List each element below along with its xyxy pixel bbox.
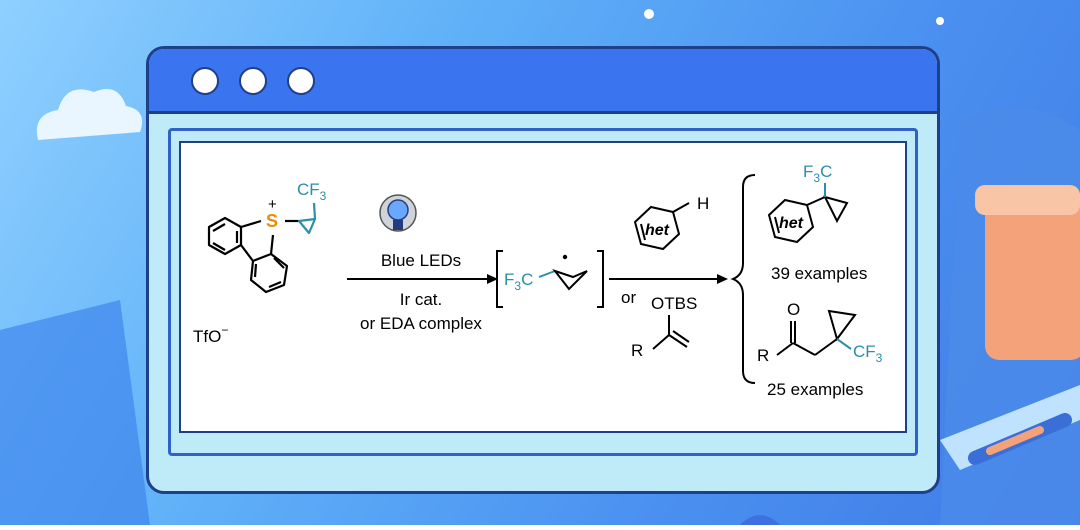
minimize-dot[interactable] bbox=[239, 67, 267, 95]
window-titlebar bbox=[149, 49, 937, 114]
notebook-top-shape bbox=[975, 185, 1080, 215]
product-brace bbox=[730, 174, 756, 384]
heteroarene-h-bond bbox=[672, 202, 690, 213]
reaction-panel: S + CF3 TfO− Blue LEDs Ir cat. or EDA co… bbox=[179, 141, 907, 433]
lightbulb-icon bbox=[379, 194, 417, 232]
cloud-icon bbox=[36, 89, 143, 140]
product1-count: 39 examples bbox=[771, 264, 867, 283]
condition-ir-cat: Ir cat. bbox=[400, 290, 443, 309]
pen-band-icon bbox=[986, 426, 1044, 455]
otbs-label: OTBS bbox=[651, 294, 697, 313]
sulfur-charge: + bbox=[268, 196, 277, 213]
reaction-scheme: S + CF3 TfO− Blue LEDs Ir cat. or EDA co… bbox=[193, 162, 883, 399]
radical-cf3-label: F3C bbox=[504, 270, 533, 293]
notebook-shape bbox=[985, 190, 1080, 360]
radical-dot bbox=[562, 254, 568, 260]
power-badge-shape bbox=[740, 515, 780, 525]
silyl-enol-ether bbox=[652, 315, 690, 350]
heteroarene-ring bbox=[633, 205, 681, 251]
or-label: or bbox=[621, 288, 636, 307]
product2-cf3-label: CF3 bbox=[853, 342, 883, 365]
heteroarene-bond bbox=[640, 223, 646, 241]
bracket-left bbox=[496, 250, 503, 308]
het-label: het bbox=[645, 222, 670, 239]
arrowhead-2 bbox=[717, 274, 728, 284]
product1-heteroarene-bond bbox=[774, 216, 780, 234]
bracket-right bbox=[597, 250, 604, 308]
cyclopropyl-radical bbox=[538, 269, 588, 291]
dibenzothiophenium-structure bbox=[207, 202, 317, 294]
triflate-counterion: TfO− bbox=[193, 323, 228, 346]
product1-het-label: het bbox=[779, 215, 804, 232]
product2-r-label: R bbox=[757, 346, 769, 365]
maximize-dot[interactable] bbox=[287, 67, 315, 95]
sparkle-icon bbox=[936, 17, 944, 25]
sparkle-icon bbox=[644, 9, 654, 19]
reagent-cf3-label: CF3 bbox=[297, 180, 327, 203]
product2-ketone bbox=[776, 309, 857, 356]
close-dot[interactable] bbox=[191, 67, 219, 95]
product2-count: 25 examples bbox=[767, 380, 863, 399]
condition-blue-leds: Blue LEDs bbox=[381, 251, 461, 270]
product1-cf3-label: F3C bbox=[803, 162, 832, 185]
ruler-shape bbox=[940, 385, 1080, 470]
enol-r-label: R bbox=[631, 341, 643, 360]
condition-eda-complex: or EDA complex bbox=[360, 314, 482, 333]
arrowhead-1 bbox=[487, 274, 498, 284]
product1-cyclopropane bbox=[806, 183, 849, 224]
product2-o-atom: O bbox=[787, 300, 800, 319]
browser-window: S + CF3 TfO− Blue LEDs Ir cat. or EDA co… bbox=[146, 46, 940, 494]
product1-heteroarene-ring bbox=[767, 198, 815, 244]
block-shape bbox=[0, 300, 150, 525]
sulfur-atom: S bbox=[266, 211, 278, 231]
h-atom: H bbox=[697, 194, 709, 213]
